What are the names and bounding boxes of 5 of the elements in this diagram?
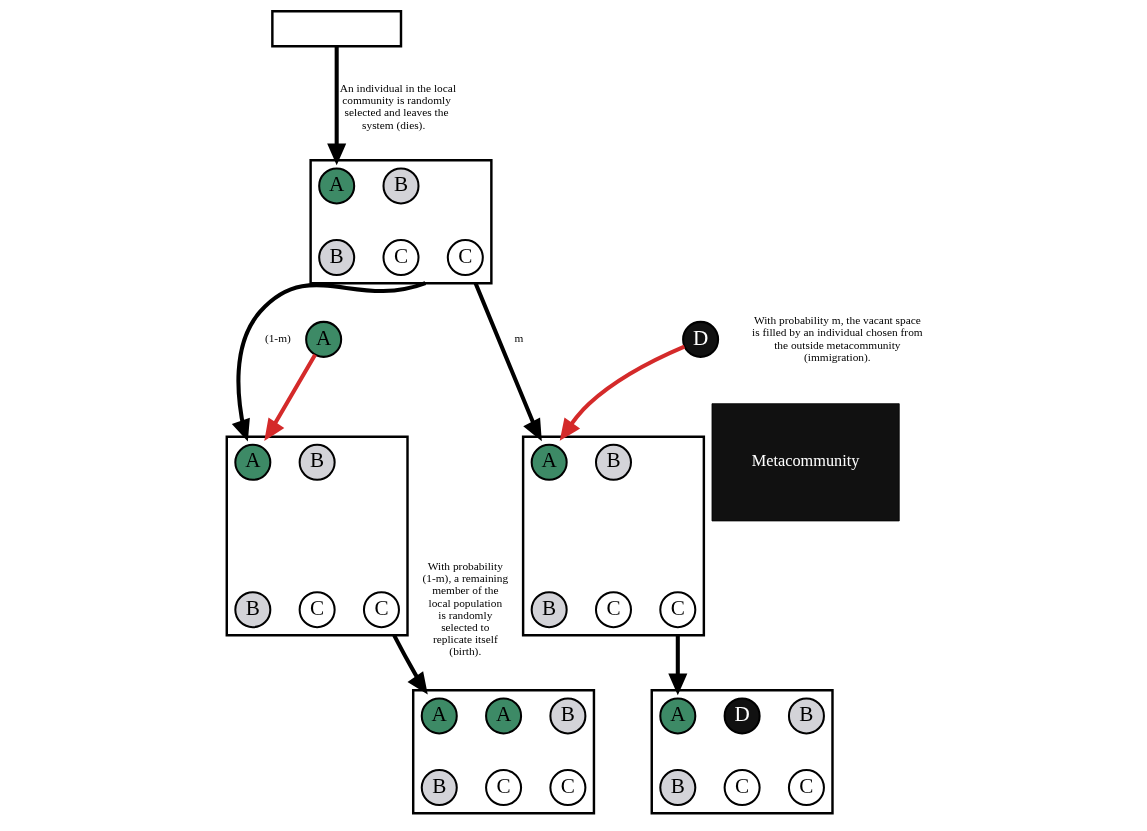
edge-label: An individual in the local community is randomly selected and leaves the system (dies). (339, 82, 456, 131)
edge-label: (1-m) (264, 332, 291, 345)
edge-label: m (513, 332, 523, 345)
label: With probability (1-m), a remaining member of the local population is randomly selected to replicate itself (birth). (422, 559, 508, 658)
label: With probability m, the vacant space is filled by an individual chosen from the outside metacommunity (immigration). (751, 314, 923, 363)
